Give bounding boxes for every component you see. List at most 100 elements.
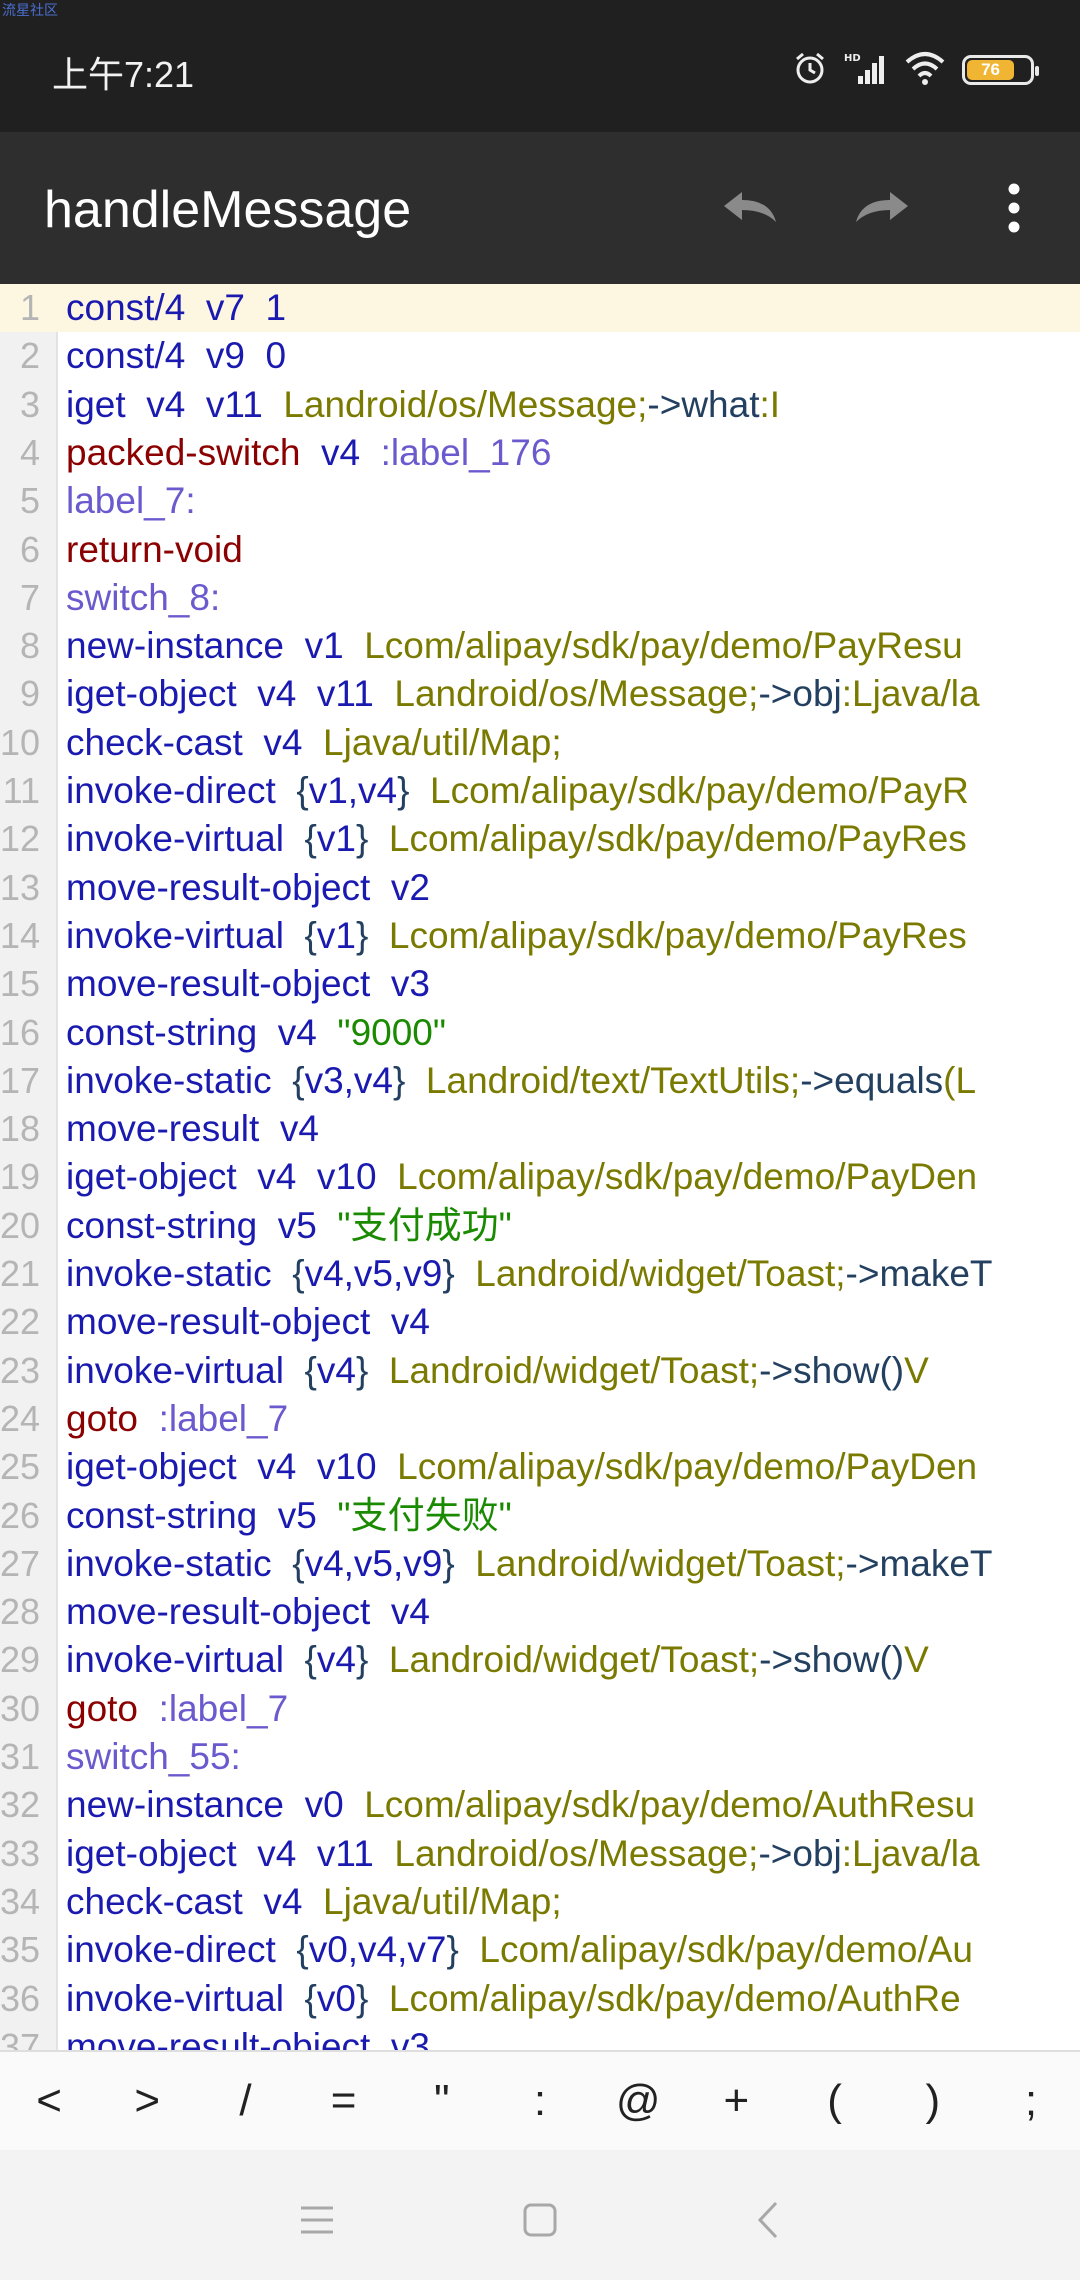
back-icon (757, 2201, 778, 2239)
code-token: Ljava/util/Map; (302, 1880, 562, 1922)
line-number: 2 (19, 335, 40, 377)
line-number: 23 (0, 1349, 41, 1391)
line-number: 37 (0, 2025, 41, 2050)
code-token: Landroid/text/TextUtils; (405, 1059, 801, 1101)
code-text: const-string v5 "支付成功" (66, 1202, 512, 1250)
line-number: 4 (19, 431, 40, 473)
line-number: 20 (0, 1204, 41, 1246)
code-text: switch_55: (66, 1733, 241, 1781)
code-line[interactable]: 37 move-result-object v3 (0, 2023, 1080, 2050)
line-number: 8 (19, 625, 40, 667)
symbol-key[interactable]: < (36, 2076, 62, 2125)
code-token: } (393, 1059, 406, 1101)
code-line[interactable]: 20 const-string v5 "支付成功" (0, 1202, 1080, 1250)
redo-button[interactable] (846, 172, 918, 244)
code-text: invoke-virtual {v1} Lcom/alipay/sdk/pay/… (66, 815, 967, 863)
battery-level: 76 (967, 60, 1015, 80)
undo-button[interactable] (714, 172, 786, 244)
code-token: Lcom/alipay/sdk/pay/demo/PayResu (343, 625, 963, 667)
menu-button[interactable] (287, 2190, 347, 2250)
code-token: v4,v5,v9 (304, 1542, 443, 1584)
line-number: 15 (0, 963, 41, 1005)
code-text: invoke-direct {v0,v4,v7} Lcom/alipay/sdk… (66, 1926, 973, 1974)
code-token: 1 (244, 287, 287, 328)
symbol-key[interactable]: @ (615, 2076, 661, 2125)
code-token: :Ljava/la (841, 1832, 980, 1874)
more-options-button[interactable] (978, 172, 1050, 244)
code-token: invoke-virtual (66, 914, 284, 956)
line-number: 25 (0, 1446, 41, 1488)
code-token: v10 (296, 1446, 377, 1488)
code-token: } (355, 1639, 369, 1681)
code-token: Lcom/alipay/sdk/pay/demo/PayRes (368, 914, 967, 956)
code-text: move-result-object v3 (66, 2023, 430, 2050)
code-token: v2 (370, 866, 430, 908)
code-token: ->show (759, 1639, 880, 1681)
code-token: v4 (125, 383, 186, 425)
code-token: :label_7 (138, 1397, 289, 1439)
line-number: 14 (0, 914, 41, 956)
symbol-key[interactable]: > (134, 2076, 161, 2125)
code-token: Lcom/alipay/sdk/pay/demo/PayDen (376, 1156, 978, 1198)
home-button[interactable] (510, 2190, 570, 2250)
code-token: Lcom/alipay/sdk/pay/demo/PayDen (376, 1446, 978, 1488)
code-text: iget-object v4 v11 Landroid/os/Message;-… (66, 670, 980, 718)
symbol-key[interactable]: / (239, 2076, 252, 2125)
code-token: goto (66, 1397, 139, 1439)
code-text: check-cast v4 Ljava/util/Map; (66, 719, 562, 767)
symbol-key[interactable]: ) (925, 2076, 941, 2125)
page-title: handleMessage (44, 181, 412, 239)
back-button[interactable] (738, 2190, 798, 2250)
app-toolbar: handleMessage (0, 132, 1080, 284)
code-line[interactable]: 25 iget-object v4 v10 Lcom/alipay/sdk/pay… (0, 1443, 1080, 1491)
code-token: Landroid/widget/Toast; (454, 1542, 846, 1584)
code-token: () (879, 1639, 905, 1681)
code-token: () (879, 1349, 905, 1391)
symbol-key[interactable]: ; (1024, 2076, 1038, 2125)
symbol-key[interactable]: " (434, 2076, 450, 2125)
code-token: v0 (284, 1784, 344, 1826)
code-token: check-cast (66, 721, 243, 763)
code-token: { (283, 818, 317, 860)
symbol-key[interactable]: ( (827, 2076, 842, 2125)
code-text: iget-object v4 v10 Lcom/alipay/sdk/pay/d… (66, 1443, 977, 1491)
symbol-key[interactable]: + (723, 2076, 750, 2125)
symbol-key[interactable]: = (330, 2076, 357, 2125)
symbol-key[interactable]: : (533, 2076, 547, 2125)
